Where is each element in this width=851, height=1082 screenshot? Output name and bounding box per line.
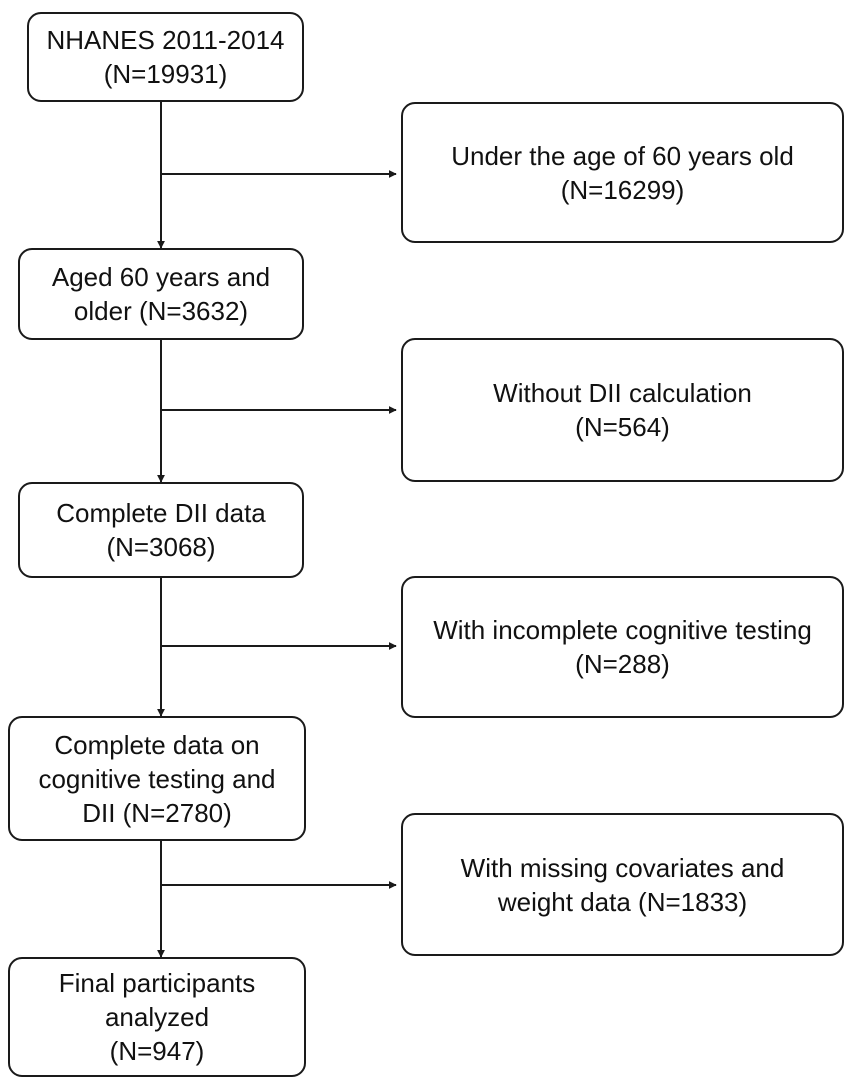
step-box-nhanes: NHANES 2011-2014 (N=19931) bbox=[27, 12, 304, 102]
exclusion-box-under-60: Under the age of 60 years old (N=16299) bbox=[401, 102, 844, 243]
exclusion-text: Without DII calculation bbox=[493, 378, 752, 408]
step-text: Complete DII data bbox=[56, 498, 266, 528]
step-text: (N=19931) bbox=[103, 59, 228, 89]
step-text: analyzed bbox=[104, 1002, 210, 1032]
exclusion-box-incomplete-cognitive: With incomplete cognitive testing (N=288… bbox=[401, 576, 844, 718]
step-box-complete-cognitive-dii: Complete data on cognitive testing and D… bbox=[8, 716, 306, 841]
exclusion-text: (N=288) bbox=[575, 649, 670, 679]
exclusion-text: (N=564) bbox=[575, 412, 670, 442]
exclusion-text: With missing covariates and bbox=[460, 852, 785, 883]
step-text: cognitive testing and bbox=[38, 763, 276, 794]
exclusion-text: weight data (N=1833) bbox=[497, 886, 748, 917]
step-box-complete-dii: Complete DII data (N=3068) bbox=[18, 482, 304, 578]
exclusion-box-without-dii: Without DII calculation (N=564) bbox=[401, 338, 844, 482]
step-text: (N=3068) bbox=[106, 532, 216, 562]
exclusion-text: (N=16299) bbox=[560, 174, 685, 205]
step-text: (N=947) bbox=[109, 1036, 205, 1066]
exclusion-text: Under the age of 60 years old bbox=[451, 140, 794, 171]
step-text: DII (N=2780) bbox=[82, 797, 232, 828]
step-text: Complete data on bbox=[54, 729, 260, 760]
step-box-final-participants: Final participants analyzed (N=947) bbox=[8, 957, 306, 1077]
step-text: Final participants bbox=[58, 968, 256, 998]
step-text: Aged 60 years and bbox=[51, 262, 271, 292]
step-text: NHANES 2011-2014 bbox=[46, 25, 285, 55]
step-text: older (N=3632) bbox=[73, 296, 249, 326]
step-box-aged-60: Aged 60 years and older (N=3632) bbox=[18, 248, 304, 340]
exclusion-box-missing-covariates: With missing covariates and weight data … bbox=[401, 813, 844, 956]
exclusion-text: With incomplete cognitive testing bbox=[433, 615, 812, 645]
